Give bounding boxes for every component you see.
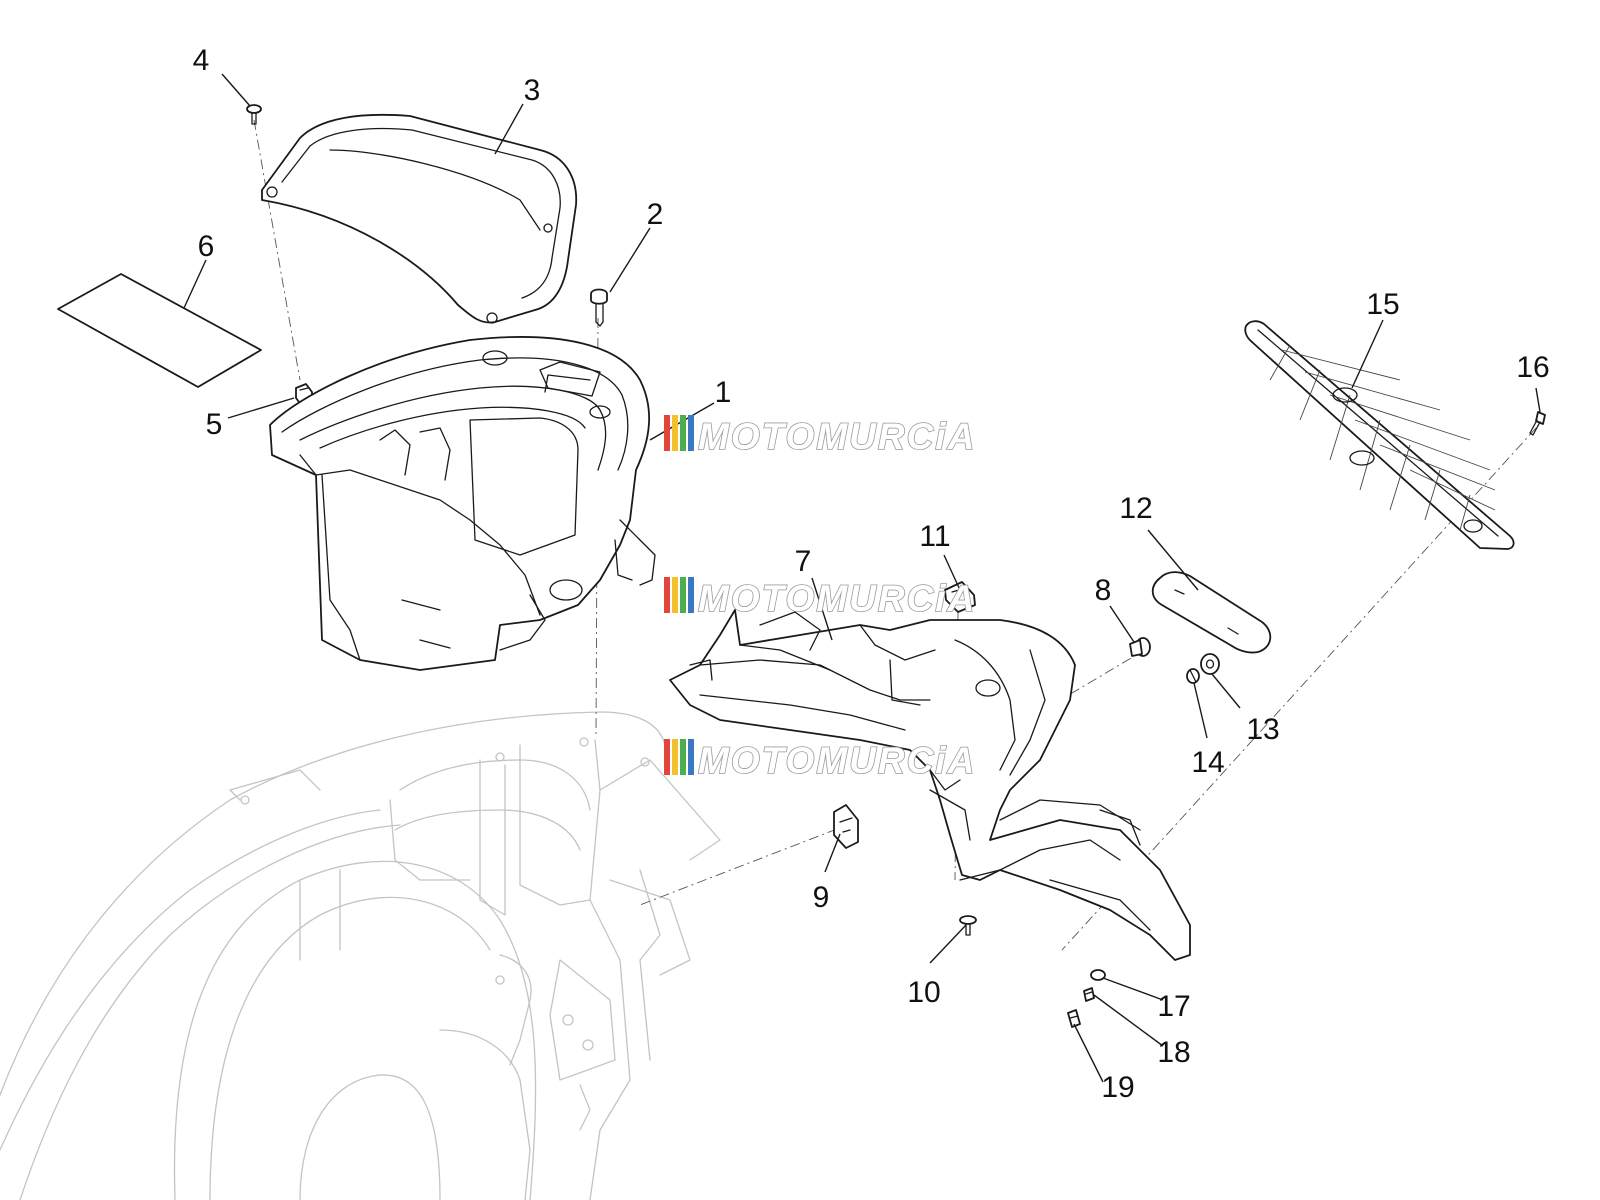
- callout-15: 15: [1366, 288, 1399, 321]
- callout-7: 7: [795, 545, 812, 578]
- part-3-storage-lid: [261, 113, 578, 324]
- callout-18: 18: [1157, 1036, 1190, 1069]
- part-9-clip-nut: [833, 804, 859, 849]
- callout-4: 4: [193, 44, 210, 77]
- watermark-text: MOTOMURCiA: [698, 416, 976, 457]
- part-8-bolt: [1129, 637, 1151, 657]
- callout-14: 14: [1191, 746, 1224, 779]
- part-13-washer: [1200, 653, 1220, 675]
- watermark-text: MOTOMURCiA: [698, 740, 976, 781]
- callout-6: 6: [198, 230, 215, 263]
- part-7-rear-mudguard: [669, 609, 1191, 961]
- callout-leader-lines: [183, 73, 1541, 1083]
- callout-labels: 1 2 3 4 5 6 7 8 9 10 11 12 13 14 15 16 1…: [193, 44, 1550, 1104]
- callout-9: 9: [813, 881, 830, 914]
- callout-2: 2: [647, 198, 664, 231]
- part-17-washer: [1090, 969, 1106, 981]
- watermark-bottom: MOTOMURCiA: [664, 739, 976, 782]
- callout-3: 3: [524, 74, 541, 107]
- callout-8: 8: [1095, 574, 1112, 607]
- watermark-top: MOTOMURCiA: [664, 415, 976, 458]
- scooter-frame-outline: [0, 711, 721, 1200]
- part-1-helmet-compartment: [269, 336, 656, 671]
- part-6-label-sheet: [57, 273, 262, 388]
- callout-19: 19: [1101, 1071, 1134, 1104]
- callout-1: 1: [715, 376, 732, 409]
- callout-13: 13: [1246, 713, 1279, 746]
- part-18-spring: [1083, 987, 1095, 1002]
- part-16-screw: [1529, 411, 1546, 436]
- watermark-text: MOTOMURCiA: [698, 578, 976, 619]
- callout-16: 16: [1516, 351, 1549, 384]
- part-10-screw: [959, 915, 977, 936]
- part-19-nut: [1067, 1009, 1081, 1028]
- part-12-reflector: [1151, 571, 1272, 654]
- part-2-screw: [590, 288, 608, 327]
- callout-11: 11: [919, 520, 950, 553]
- part-4-screw: [246, 104, 262, 125]
- watermark-middle: MOTOMURCiA: [664, 577, 976, 620]
- callout-10: 10: [907, 976, 940, 1009]
- callout-12: 12: [1119, 492, 1152, 525]
- part-15-license-plate-holder: [1244, 320, 1515, 550]
- callout-5: 5: [206, 408, 223, 441]
- part-11-speed-clip: [944, 581, 976, 613]
- callout-17: 17: [1157, 990, 1190, 1023]
- part-14-lock-washer: [1186, 668, 1200, 684]
